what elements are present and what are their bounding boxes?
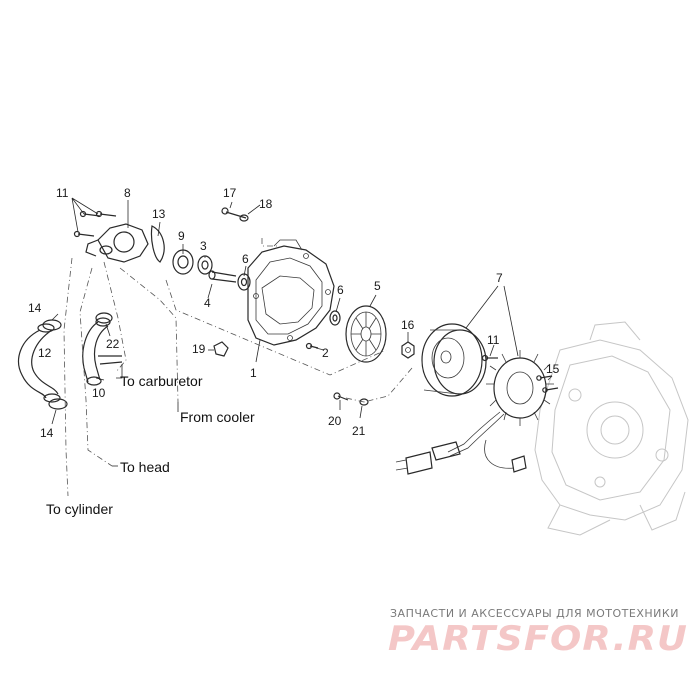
callout-14-top: 14 — [28, 301, 42, 315]
screw-11-right — [481, 354, 498, 362]
washer-18 — [239, 214, 249, 222]
callout-17: 17 — [223, 186, 237, 200]
callout-11-right: 11 — [487, 333, 500, 347]
shaft-4 — [208, 270, 237, 283]
callout-1: 1 — [250, 366, 257, 380]
screw-20 — [333, 392, 349, 401]
cooling-fan-5 — [345, 305, 387, 363]
clamp-14-bottom — [48, 398, 68, 410]
callout-15: 15 — [546, 362, 560, 376]
routing-captions: To carburetor From cooler To head To cyl… — [46, 373, 255, 517]
callout-labels: 1 2 3 4 5 6 6 7 8 9 10 11 11 12 13 14 14… — [28, 186, 560, 440]
callout-16: 16 — [401, 318, 415, 332]
clip-19 — [213, 341, 229, 357]
leader-lines — [51, 197, 553, 425]
washer-21 — [359, 398, 369, 406]
callout-5: 5 — [374, 279, 381, 293]
callout-11-left: 11 — [56, 186, 69, 200]
caption-to-carburetor: To carburetor — [120, 373, 203, 389]
screw-2 — [305, 342, 319, 350]
callout-7: 7 — [496, 271, 503, 285]
callout-8: 8 — [124, 186, 131, 200]
caption-to-cylinder: To cylinder — [46, 501, 113, 517]
watermark: ЗАПЧАСТИ И АКСЕССУАРЫ ДЛЯ МОТОТЕХНИКИ PA… — [388, 607, 688, 659]
flywheel-rotor-7 — [421, 323, 487, 397]
caption-from-cooler: From cooler — [180, 409, 255, 425]
screws-15 — [536, 375, 559, 393]
callout-22: 22 — [106, 337, 120, 351]
generator-cover-1 — [247, 239, 335, 346]
callout-2: 2 — [322, 346, 329, 360]
callout-21: 21 — [352, 424, 366, 438]
callout-20: 20 — [328, 414, 342, 428]
callout-3: 3 — [200, 239, 207, 253]
callout-10: 10 — [92, 386, 106, 400]
bearing-6-right — [329, 310, 341, 326]
callout-14-bottom: 14 — [40, 426, 54, 440]
clamp-22 — [95, 312, 113, 324]
caption-connectors — [112, 364, 179, 467]
assembly-lines — [63, 238, 413, 497]
watermark-logo: PARTSFOR.RU — [388, 619, 688, 659]
nut-16 — [401, 341, 415, 359]
callout-19: 19 — [192, 342, 206, 356]
gasket-13 — [150, 225, 165, 263]
water-pump-cover-8 — [85, 223, 149, 263]
callout-18: 18 — [259, 197, 273, 211]
screws-11-left — [73, 210, 117, 238]
hose-12 — [18, 323, 61, 403]
watermark-tagline: ЗАПЧАСТИ И АКСЕССУАРЫ ДЛЯ МОТОТЕХНИКИ — [390, 607, 679, 620]
callout-6-left: 6 — [242, 252, 249, 266]
callout-9: 9 — [178, 229, 185, 243]
screw-17 — [221, 207, 247, 219]
caption-to-head: To head — [120, 459, 170, 475]
callout-12: 12 — [38, 346, 52, 360]
hose-10 — [82, 317, 123, 386]
wiring-harness — [395, 411, 527, 475]
callout-6-right: 6 — [337, 283, 344, 297]
callout-4: 4 — [204, 296, 211, 310]
callout-13: 13 — [152, 207, 166, 221]
engine-block-outline — [534, 321, 689, 536]
